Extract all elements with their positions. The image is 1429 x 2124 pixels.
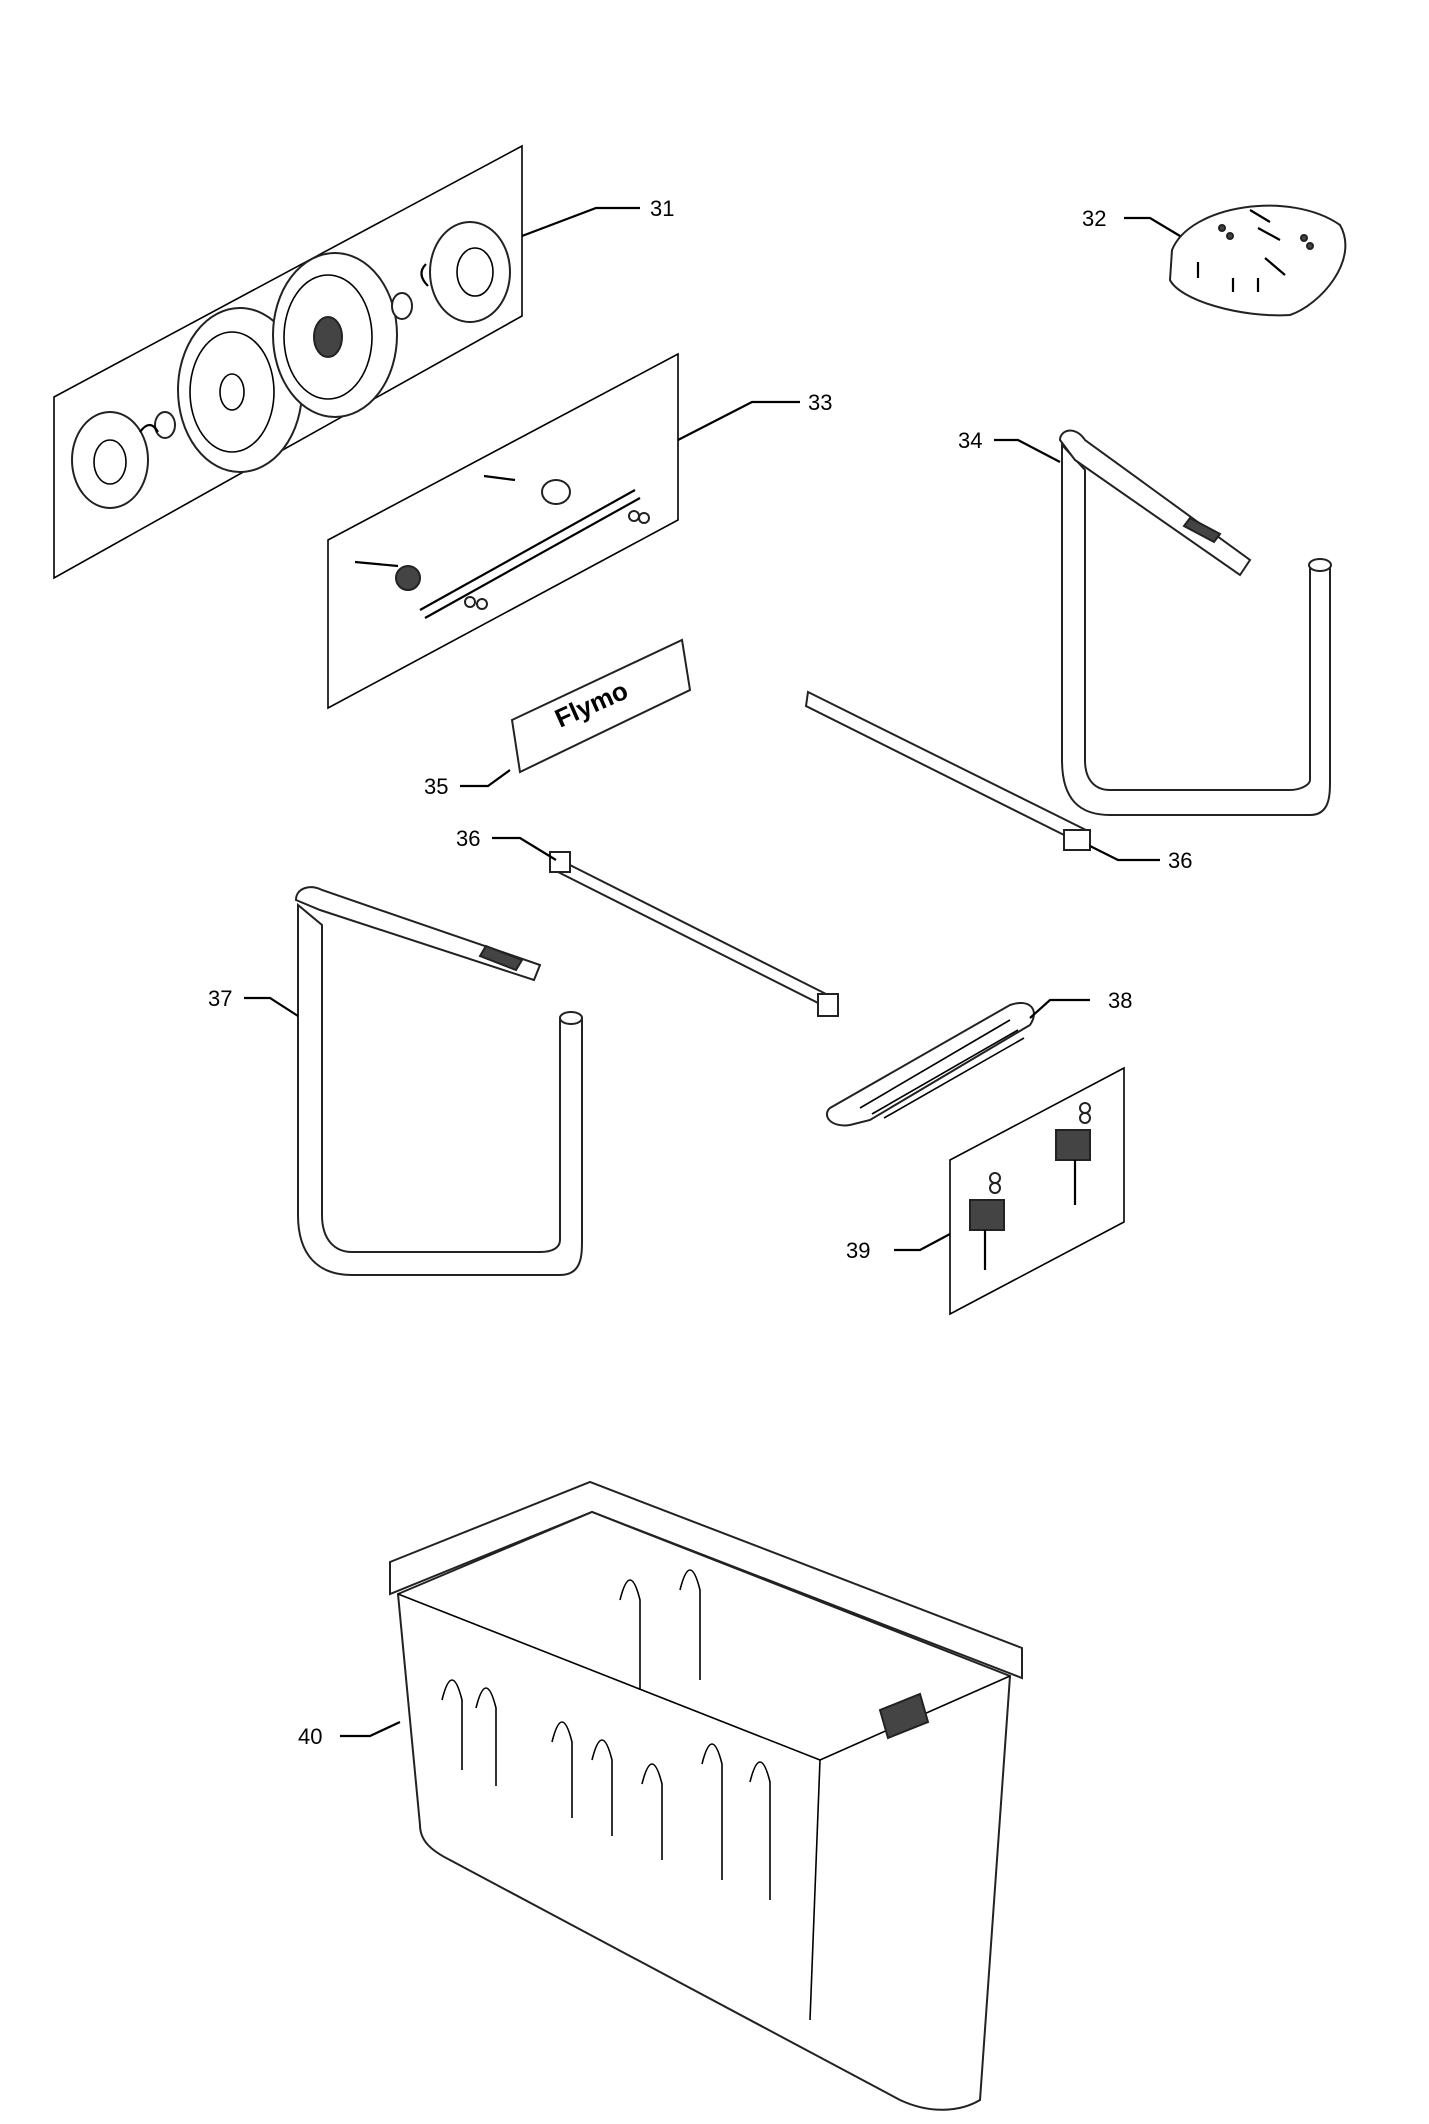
part-34-handle-frame-right: 34 [958,428,1332,816]
bracket-lower [969,1199,1005,1231]
bracket-upper [1055,1129,1091,1161]
leader-40 [340,1721,401,1738]
leader-35 [460,769,511,788]
box-body [396,1510,1012,2111]
bolt-upper [483,474,516,482]
callout-32: 32 [1082,206,1106,231]
callout-31: 31 [650,196,674,221]
part-36-cross-bar-left: 36 [456,826,840,1017]
clip-left [139,423,159,433]
box-latch [878,1692,930,1740]
kit-outline-32 [1168,204,1347,317]
part-32-fastener-kit: 32 [1082,204,1347,317]
latch-37 [478,944,524,972]
plate-35 [510,638,692,774]
frame-tube-37 [297,902,583,1276]
part-36-cross-bar-right: 36 [804,690,1192,873]
box-rim [389,1480,1023,1680]
part-38-grille: 38 [825,988,1132,1127]
panel-39 [949,1066,1125,1316]
callout-37: 37 [208,986,232,1011]
part-31-wheel-assembly: 31 [53,144,674,580]
frame-tube-34 [1061,442,1331,816]
axle-rod [419,489,636,611]
panel-31 [53,144,523,580]
part-40-collection-box: 40 [298,1480,1023,2111]
leader-31 [521,206,640,238]
bolt-lower [354,560,399,568]
leader-38 [1029,998,1090,1019]
washer-left [154,411,176,439]
panel-33 [327,352,679,710]
callout-39: 39 [846,1238,870,1263]
part-33-axle-assembly: 33 [327,352,832,710]
part-35-brand-plate: Flymo 35 [424,638,692,799]
leader-37 [244,996,299,1017]
leader-36b [1089,845,1160,862]
callout-36b: 36 [1168,848,1192,873]
grille-38 [825,1002,1035,1127]
leader-34 [994,438,1061,463]
washer-right [391,292,413,320]
cross-bar-36b [804,690,1092,848]
callout-34: 34 [958,428,982,453]
part-37-handle-frame-left: 37 [208,886,583,1276]
latch-34 [1182,516,1222,544]
hubcap-left [71,411,149,509]
callout-36a: 36 [456,826,480,851]
bushing-lower [395,565,421,591]
clip-right [420,263,429,287]
hubcap-right [429,221,511,323]
part-39-bracket-kit: 39 [846,1066,1125,1316]
cross-bar-36a [552,856,840,1014]
bushing-upper [541,479,571,505]
leader-32 [1124,216,1181,237]
leader-36a [492,836,557,861]
callout-35: 35 [424,774,448,799]
callout-40: 40 [298,1724,322,1749]
leader-39 [894,1233,951,1252]
callout-38: 38 [1108,988,1132,1013]
callout-33: 33 [808,390,832,415]
leader-33 [677,400,800,441]
